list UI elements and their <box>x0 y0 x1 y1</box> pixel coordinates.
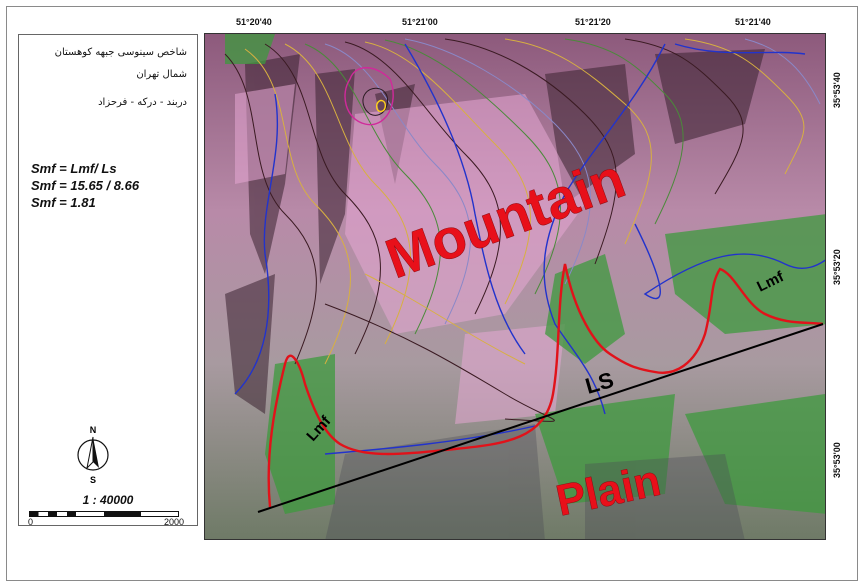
scalebar-start-label: 0 <box>28 517 34 527</box>
coord-top-2: 51°21'00 <box>402 17 438 27</box>
north-arrow: N S <box>75 425 111 487</box>
streams <box>234 43 825 455</box>
formula-definition: Smf = Lmf/ Ls <box>31 161 117 176</box>
legend-title-line1: شاخص سینوسی جبهه کوهستان <box>54 47 187 58</box>
legend-panel: شاخص سینوسی جبهه کوهستان شمال تهران دربن… <box>18 34 198 527</box>
legend-location: دربند - درکه - فرحزاد <box>98 97 187 108</box>
north-arrow-icon <box>77 436 109 471</box>
vegetation <box>225 34 825 514</box>
coord-top-4: 51°21'40 <box>735 17 771 27</box>
scale-ratio: 1 : 40000 <box>82 493 134 507</box>
contour-lines <box>224 38 821 422</box>
formula-result: Smf = 1.81 <box>31 195 96 210</box>
scalebar-end-label: 2000 <box>164 517 185 527</box>
map-canvas: Mountain Plain LS Lmf Lmf <box>205 34 825 539</box>
coord-right-1: 35°53'40 <box>832 72 842 108</box>
coord-right-3: 35°53'00 <box>832 442 842 478</box>
south-label: S <box>89 475 96 485</box>
coord-top-1: 51°20'40 <box>236 17 272 27</box>
coord-right-2: 35°53'20 <box>832 249 842 285</box>
ls-straight-line <box>257 323 824 513</box>
scale-bar <box>29 511 179 517</box>
satellite-map: Mountain Plain LS Lmf Lmf <box>204 33 826 540</box>
formula-values: Smf = 15.65 / 8.66 <box>31 178 140 193</box>
coord-top-3: 51°21'20 <box>575 17 611 27</box>
north-label: N <box>89 425 97 435</box>
legend-title-line2: شمال تهران <box>136 69 187 80</box>
mountain-front-line <box>267 263 824 508</box>
